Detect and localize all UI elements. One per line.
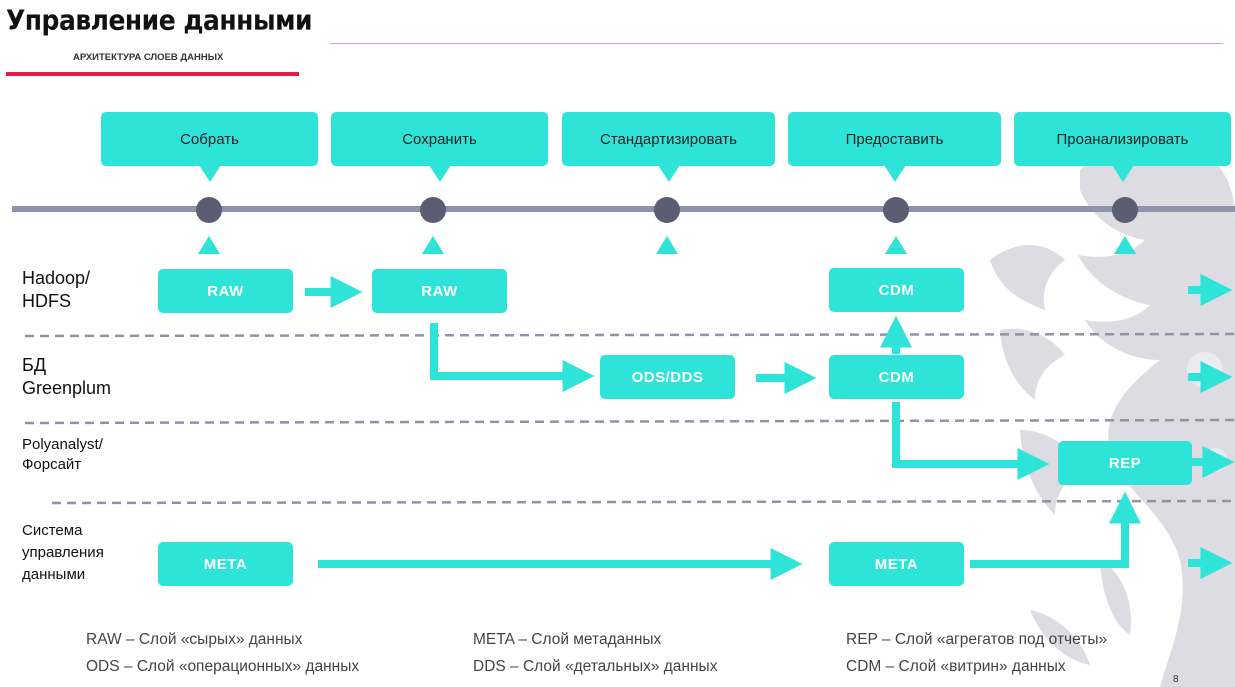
stage-label: Собрать — [180, 130, 239, 148]
row-divider-2 — [24, 418, 1235, 425]
layer-box-meta-provide: META — [829, 542, 964, 586]
timeline-node-collect — [196, 197, 222, 223]
arrow-cdm-to-rep — [892, 402, 1050, 480]
layer-box-cdm-hadoop: CDM — [829, 268, 964, 312]
row-divider-1 — [24, 332, 1235, 338]
legend-rep: REP – Слой «агрегатов под отчеты» — [846, 631, 1108, 648]
timeline-up-marker-store — [422, 236, 444, 254]
layer-box-cdm-greenplum: CDM — [829, 355, 964, 399]
legend-ods: ODS – Слой «операционных» данных — [86, 658, 360, 675]
row-divider-3 — [51, 499, 1235, 505]
layer-box-meta-collect: META — [158, 542, 293, 586]
row-label-meta-system: Система управления данными — [22, 522, 104, 583]
layer-box-raw-store: RAW — [372, 269, 507, 313]
timeline-up-marker-provide — [885, 236, 907, 254]
row-label-hadoop: Hadoop/ HDFS — [22, 268, 91, 312]
timeline-up-marker-analyze — [1114, 236, 1136, 254]
timeline-node-analyze — [1112, 197, 1138, 223]
legend-dds: DDS – Слой «детальных» данных — [473, 658, 718, 675]
row-label-polyanalyst: Polyanalyst/ Форсайт — [22, 436, 103, 473]
legend-raw: RAW – Слой «сырых» данных — [86, 631, 303, 648]
arrow-raw-to-ods — [430, 323, 595, 392]
stage-label: Сохранить — [402, 130, 477, 148]
layer-box-raw-collect: RAW — [158, 269, 293, 313]
stage-label: Предоставить — [845, 130, 944, 148]
timeline-up-marker-standardize — [656, 236, 678, 254]
page-title: Управление данными — [6, 4, 313, 36]
layer-box-ods-dds: ODS/DDS — [600, 355, 735, 399]
legend-cdm: CDM – Слой «витрин» данных — [846, 658, 1066, 675]
stage-callout-provide: Предоставить — [788, 112, 1001, 182]
layer-box-rep: REP — [1058, 441, 1192, 485]
timeline-node-provide — [883, 197, 909, 223]
timeline-node-store — [420, 197, 446, 223]
row-label-greenplum: БД Greenplum — [22, 355, 112, 399]
stage-callout-store: Сохранить — [331, 112, 548, 182]
stage-callout-collect: Собрать — [101, 112, 318, 182]
page-number: 8 — [1173, 674, 1179, 685]
stage-label: Стандартизировать — [600, 130, 737, 148]
title-accent-bar — [6, 72, 299, 76]
timeline-node-standardize — [654, 197, 680, 223]
title-underline — [330, 43, 1223, 44]
timeline-up-marker-collect — [198, 236, 220, 254]
stage-label: Проанализировать — [1056, 130, 1189, 148]
page-subtitle: АРХИТЕКТУРА СЛОЕВ ДАННЫХ — [73, 52, 224, 63]
arrow-meta-to-rep — [970, 491, 1141, 568]
legend-meta: META – Слой метаданных — [473, 631, 662, 648]
stage-callout-analyze: Проанализировать — [1014, 112, 1231, 182]
stage-callout-standardize: Стандартизировать — [562, 112, 775, 182]
